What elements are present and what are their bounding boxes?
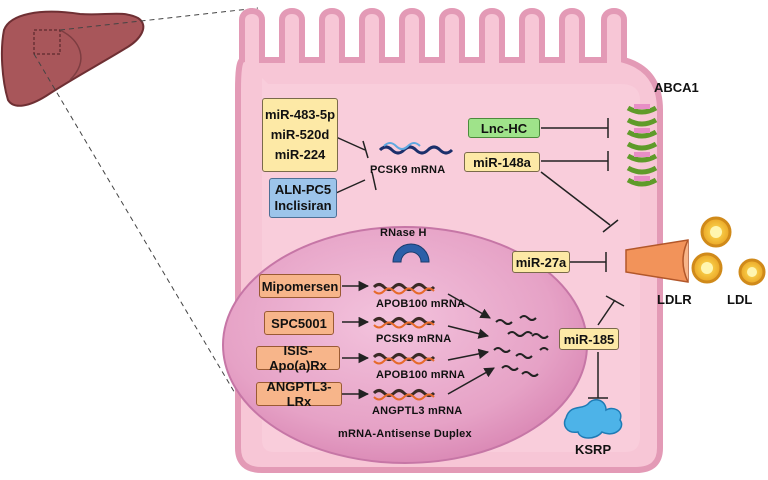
mir-185-box: miR-185 <box>559 328 619 350</box>
drug-box-angptl3-lrx: ANGPTL3-LRx <box>256 379 342 409</box>
aln-pc5-label: ALN-PC5 <box>274 182 332 197</box>
duplex-label: mRNA-Antisense Duplex <box>338 428 472 440</box>
mir-27a-box: miR-27a <box>512 251 570 273</box>
ldlr-label: LDLR <box>657 292 692 307</box>
degraded-mrna-fragments <box>493 315 549 377</box>
mirna-483-label: miR-483-5p <box>264 107 336 122</box>
mrna-label-angptl3: ANGPTL3 mRNA <box>372 405 463 417</box>
inhibit-arrows-top <box>335 118 625 399</box>
ldl-particles <box>691 216 766 286</box>
rnase-h-label: RNase H <box>380 227 427 239</box>
drug-box-spc5001: SPC5001 <box>264 311 334 335</box>
mirna-group-box: miR-483-5p miR-520d miR-224 <box>262 98 338 172</box>
mrna-label-apob100-2: APOB100 mRNA <box>376 369 466 381</box>
mirna-224-label: miR-224 <box>274 147 326 162</box>
sirna-group-box: ALN-PC5 Inclisiran <box>269 178 337 218</box>
drug-box-isis-apo-a-rx: ISIS-Apo(a)Rx <box>256 343 340 373</box>
abca1-label: ABCA1 <box>654 80 699 95</box>
abca1-transporter <box>626 104 658 187</box>
ldl-label: LDL <box>727 292 753 307</box>
pcsk9-mrna-top-label: PCSK9 mRNA <box>370 164 446 176</box>
drug-arrows <box>342 280 495 400</box>
inclisiran-label: Inclisiran <box>274 198 332 213</box>
mrna-label-pcsk9: PCSK9 mRNA <box>376 333 452 345</box>
mrna-label-apob100-1: APOB100 mRNA <box>376 298 466 310</box>
ksrp-protein <box>563 399 623 439</box>
lnc-hc-box: Lnc-HC <box>468 118 540 138</box>
rnase-h-enzyme <box>392 243 430 263</box>
liver-illustration <box>0 10 145 107</box>
pcsk9-mrna-top-strand <box>378 145 454 155</box>
drug-box-mipomersen: Mipomersen <box>259 274 341 298</box>
ksrp-label: KSRP <box>575 442 612 457</box>
zoom-lines <box>33 7 259 433</box>
duplex-strands <box>372 283 436 401</box>
ldlr-receptor <box>625 239 689 283</box>
mirna-520d-label: miR-520d <box>270 127 330 142</box>
mir-148a-box: miR-148a <box>464 152 540 172</box>
